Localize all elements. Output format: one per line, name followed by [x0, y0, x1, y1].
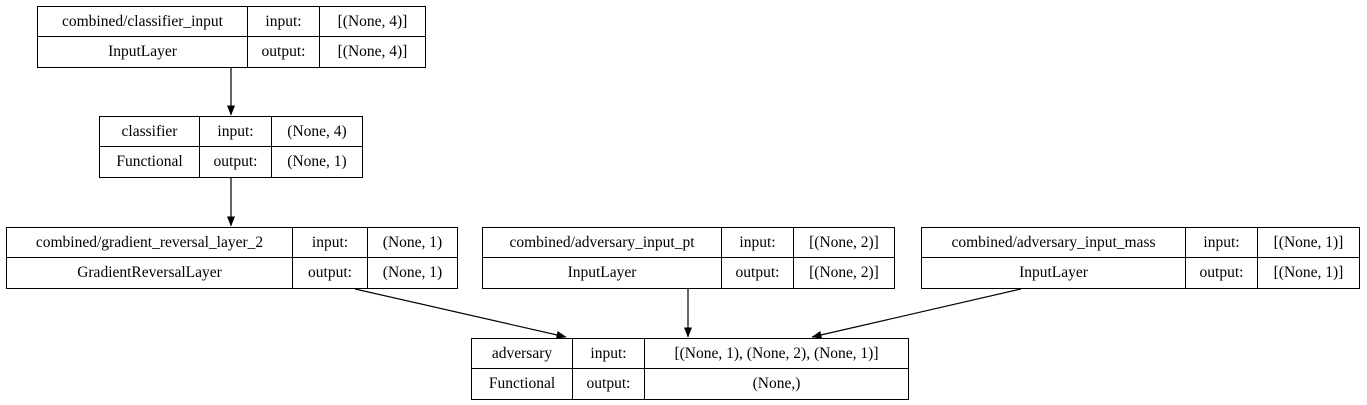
input-label: input: [293, 228, 368, 258]
output-shape: (None,) [752, 375, 801, 392]
output-shape: [(None, 2)] [809, 264, 879, 281]
input-shape: [(None, 4)] [320, 7, 425, 37]
node-name: classifier [100, 117, 200, 147]
node-adversary-input-pt: combined/adversary_input_pt input: [(Non… [482, 227, 895, 289]
input-shape: [(None, 1)] [1258, 228, 1359, 258]
output-label: output: [248, 37, 320, 67]
node-name: combined/adversary_input_mass [922, 228, 1186, 258]
node-gradient-reversal-layer: combined/gradient_reversal_layer_2 input… [6, 227, 458, 289]
output-label: output: [200, 147, 272, 177]
node-adversary-input-mass: combined/adversary_input_mass input: [(N… [921, 227, 1360, 289]
node-name: combined/classifier_input [38, 7, 248, 37]
node-classifier: classifier input: (None, 4) Functional o… [99, 116, 363, 178]
output-label: output: [1186, 258, 1258, 288]
input-label: input: [200, 117, 272, 147]
output-shape: (None, 1) [287, 153, 347, 170]
layer-type: GradientReversalLayer [7, 258, 293, 288]
input-label: input: [1186, 228, 1258, 258]
output-label: output: [293, 258, 368, 288]
output-shape: [(None, 4)] [337, 43, 408, 60]
node-name: combined/gradient_reversal_layer_2 [7, 228, 293, 258]
input-label: input: [722, 228, 794, 258]
layer-type: Functional [100, 147, 200, 177]
output-shape: [(None, 1)] [1273, 264, 1344, 281]
input-shape: (None, 4) [272, 117, 362, 147]
edge-gradient-reversal-to-adversary [354, 288, 567, 339]
node-name: adversary [472, 339, 573, 369]
edge-adversary-input-mass-to-adversary [811, 288, 1022, 339]
output-label: output: [573, 369, 645, 399]
output-shape: (None, 1) [382, 264, 443, 281]
node-adversary: adversary input: [(None, 1), (None, 2), … [471, 338, 909, 400]
input-shape: [(None, 1), (None, 2), (None, 1)] [645, 339, 908, 369]
input-shape: (None, 1) [368, 228, 457, 258]
node-classifier-input: combined/classifier_input input: [(None,… [37, 6, 426, 68]
input-label: input: [573, 339, 645, 369]
layer-type: InputLayer [38, 37, 248, 67]
layer-type: InputLayer [483, 258, 722, 288]
layer-type: InputLayer [922, 258, 1186, 288]
layer-type: Functional [472, 369, 573, 399]
node-name: combined/adversary_input_pt [483, 228, 722, 258]
input-shape: [(None, 2)] [794, 228, 894, 258]
input-label: input: [248, 7, 320, 37]
output-label: output: [722, 258, 794, 288]
